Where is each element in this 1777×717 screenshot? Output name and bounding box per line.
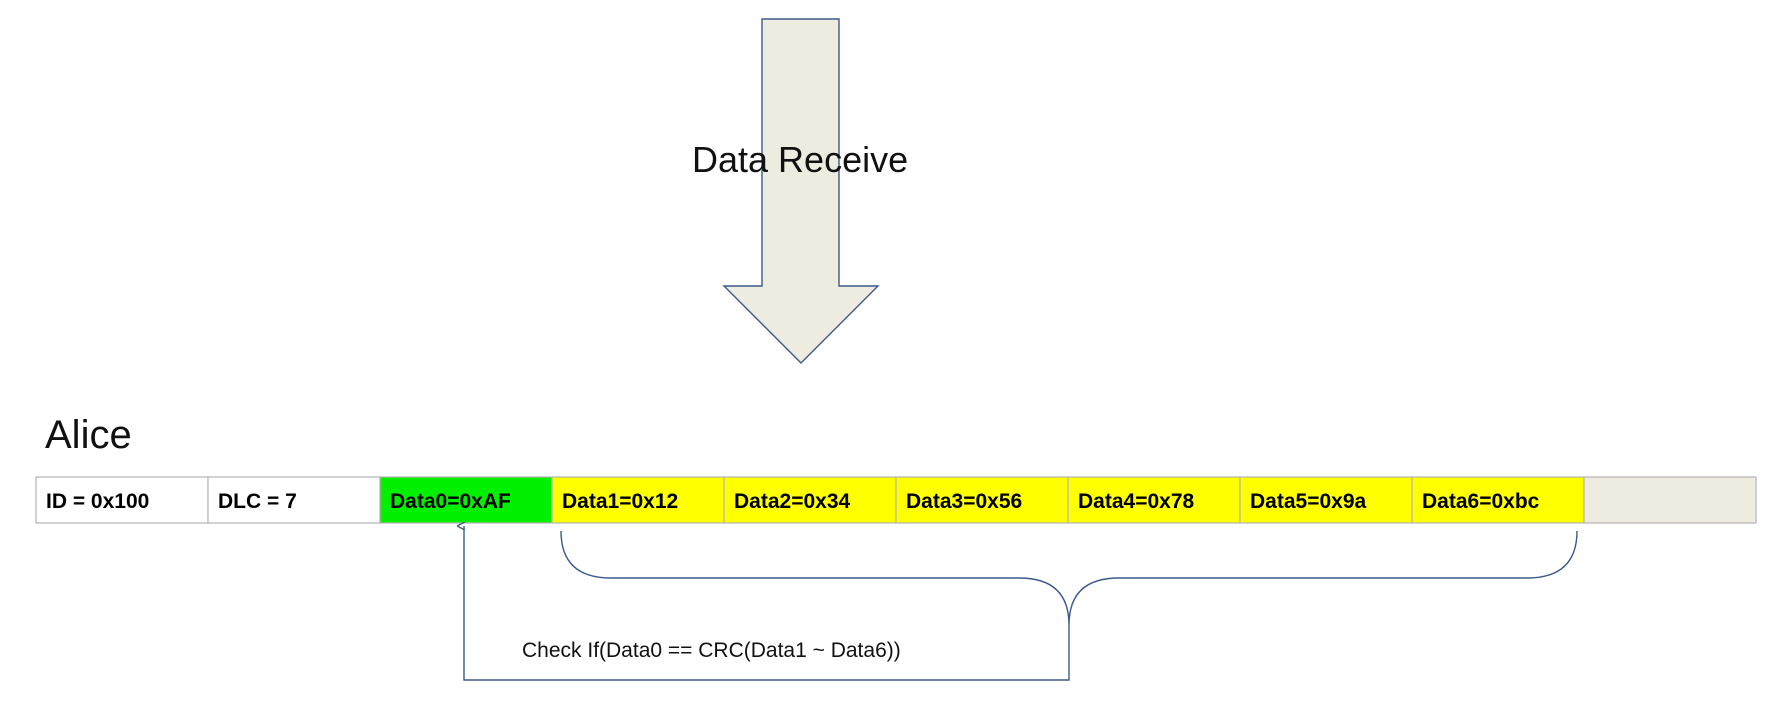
frame-cell-5: Data3=0x56	[895, 476, 1069, 524]
frame-cell-6: Data4=0x78	[1067, 476, 1241, 524]
crc-check-label: Check If(Data0 == CRC(Data1 ~ Data6))	[522, 639, 901, 662]
frame-cell-box	[895, 476, 1069, 524]
can-frame-row: ID = 0x100 DLC = 7 Data0=0xAF Data1=0x12 Dat…	[35, 476, 1757, 524]
frame-cell-label: Data0=0xAF	[390, 490, 511, 513]
frame-cell-2: Data0=0xAF	[379, 476, 553, 524]
frame-cell-label: ID = 0x100	[46, 490, 149, 513]
frame-cell-label: Data6=0xbc	[1422, 490, 1540, 513]
frame-cell-label: Data2=0x34	[734, 490, 850, 513]
frame-cell-9	[1583, 476, 1757, 524]
frame-cell-3: Data1=0x12	[551, 476, 725, 524]
frame-cell-box	[207, 476, 381, 524]
frame-cell-4: Data2=0x34	[723, 476, 897, 524]
frame-cell-label: Data4=0x78	[1078, 490, 1194, 513]
check-connector-line	[464, 526, 1070, 681]
frame-cell-box	[1239, 476, 1413, 524]
frame-cell-0: ID = 0x100	[35, 476, 209, 524]
frame-cell-label: DLC = 7	[218, 490, 297, 513]
frame-cell-label: Data1=0x12	[562, 490, 678, 513]
frame-cell-8: Data6=0xbc	[1411, 476, 1585, 524]
frame-cell-label: Data5=0x9a	[1250, 490, 1366, 513]
frame-cell-box	[1067, 476, 1241, 524]
frame-cell-label: Data3=0x56	[906, 490, 1022, 513]
frame-cell-1: DLC = 7	[207, 476, 381, 524]
frame-cell-box	[1583, 476, 1757, 524]
frame-cell-box	[1411, 476, 1585, 524]
frame-cell-box	[723, 476, 897, 524]
data-receive-arrow	[722, 18, 880, 364]
data-range-brace	[560, 530, 1578, 626]
frame-cell-7: Data5=0x9a	[1239, 476, 1413, 524]
data-receive-label: Data Receive	[692, 139, 908, 180]
frame-cell-box	[35, 476, 209, 524]
frame-cell-box	[379, 476, 553, 524]
alice-label: Alice	[45, 413, 132, 457]
